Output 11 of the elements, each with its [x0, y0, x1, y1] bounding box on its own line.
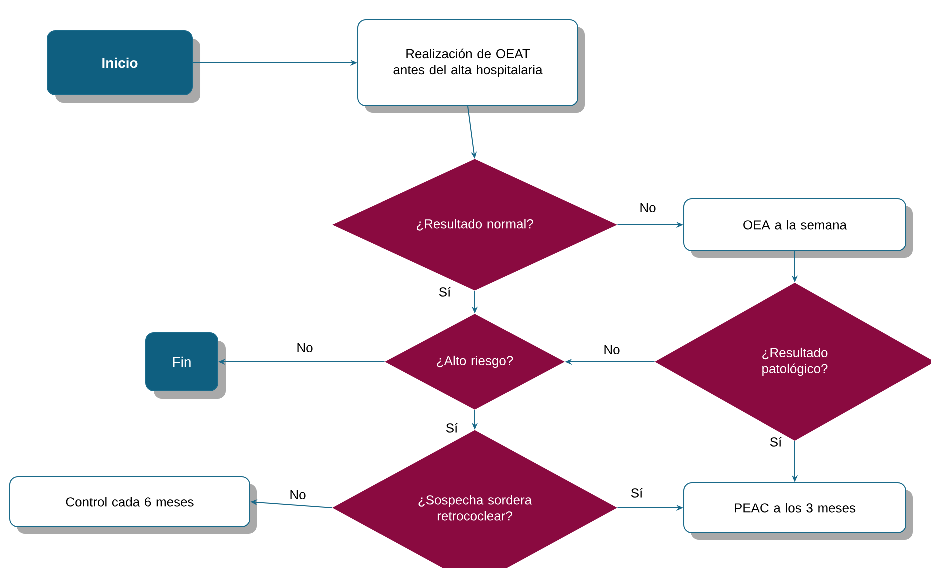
- edge-label: Sí: [630, 487, 644, 499]
- edge-label: No: [602, 344, 622, 356]
- edge-label: No: [638, 202, 658, 214]
- terminal-box: Inicio: [47, 30, 200, 103]
- process-box: OEA a la semana: [684, 198, 913, 258]
- process-box: Realización de OEAT antes del alta hospitalaria: [358, 20, 585, 113]
- process-box: Control cada 6 meses: [10, 476, 257, 534]
- process-box: PEAC a los 3 meses: [684, 482, 913, 540]
- terminal-box: Fin: [146, 332, 226, 399]
- edge-label: No: [288, 489, 308, 501]
- edge-label: No: [296, 342, 314, 354]
